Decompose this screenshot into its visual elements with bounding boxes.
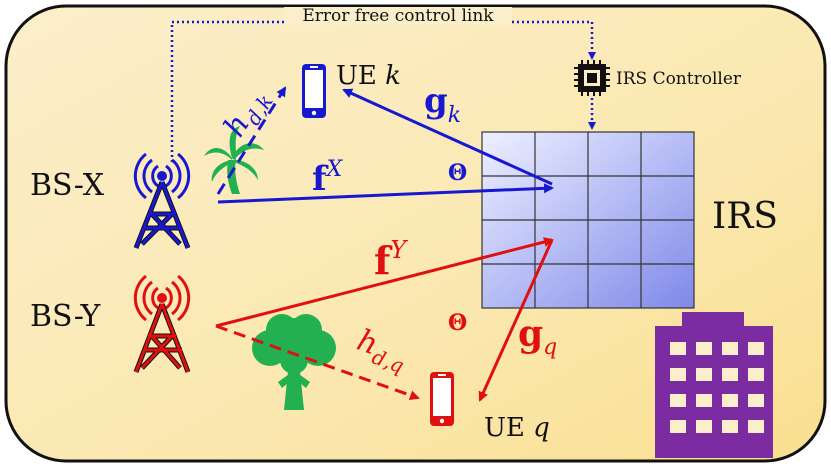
ue-q-prefix: UE — [484, 413, 525, 443]
ue-k-index: k — [385, 61, 401, 91]
ue-q-device: UE q — [430, 372, 550, 443]
gq-sub: q — [543, 335, 557, 360]
palm-tree-icon — [204, 126, 264, 194]
bs-x-label: BS-X — [30, 168, 105, 203]
ue-k-device: UE k — [302, 61, 401, 118]
channel-labels: hd,k gk fX Θ fY Θ gq hd,q — [217, 81, 557, 378]
phone-icon — [430, 372, 454, 426]
hdq-direct-link — [215, 324, 420, 401]
fx-link — [217, 183, 554, 204]
gk-link — [342, 88, 553, 186]
red-links — [215, 237, 554, 402]
irs-grid — [482, 132, 694, 308]
building-icon — [655, 312, 773, 458]
ue-k-prefix: UE — [336, 61, 377, 91]
control-link: Error free control link — [170, 6, 596, 162]
scene-background — [4, 4, 827, 463]
control-link-label-bg — [284, 7, 512, 25]
theta-y-label: Θ — [448, 310, 467, 336]
bs-y-label: BS-Y — [30, 299, 102, 334]
control-link-label: Error free control link — [302, 6, 494, 26]
gk-label: gk — [424, 81, 461, 128]
blue-links — [216, 86, 554, 204]
irs-panel: IRS — [481, 131, 778, 309]
chip-icon — [574, 60, 610, 96]
fy-sup: Y — [390, 236, 408, 264]
gq-label: gq — [518, 313, 557, 360]
gk-base: g — [424, 81, 448, 121]
antenna-icon — [133, 152, 191, 200]
phone-icon — [302, 64, 326, 118]
fy-base: f — [374, 238, 393, 283]
ue-k-label: UE k — [336, 61, 401, 91]
hdk-direct-link — [216, 86, 287, 195]
gq-link — [478, 239, 554, 402]
tree-icon — [252, 314, 336, 410]
gq-base: g — [518, 313, 543, 355]
fy-link — [215, 237, 554, 328]
ue-q-index: q — [533, 413, 550, 443]
irs-controller-label: IRS Controller — [616, 69, 742, 89]
fy-label: fY — [374, 236, 408, 283]
fx-sup: X — [325, 157, 344, 182]
bs-y-tower: BS-Y — [30, 274, 191, 373]
bs-x-tower: BS-X — [30, 152, 191, 249]
irs-label: IRS — [712, 196, 778, 237]
antenna-icon — [133, 274, 191, 322]
fx-base: f — [312, 159, 329, 199]
irs-controller: IRS Controller — [574, 60, 742, 130]
theta-x-label: Θ — [448, 160, 467, 186]
ue-q-label: UE q — [484, 413, 550, 443]
gk-sub: k — [448, 103, 461, 128]
fx-label: fX — [312, 157, 344, 199]
